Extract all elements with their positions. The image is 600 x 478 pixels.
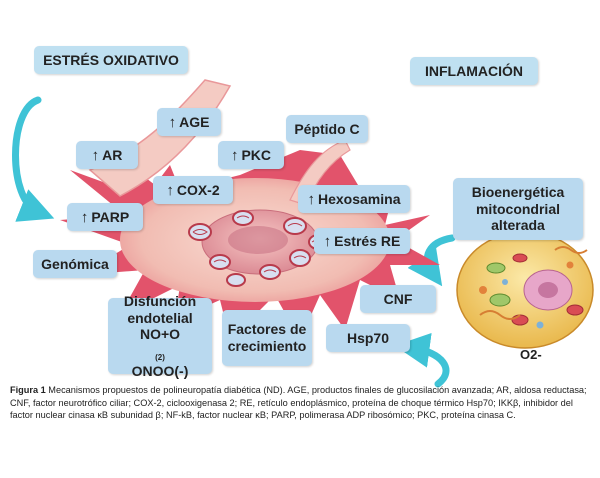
peptido-c-text: Péptido C	[294, 120, 360, 137]
bioenergetica-box: Bioenergética mitocondrial alterada	[453, 178, 583, 240]
curved-arrow-lower-right-icon	[394, 332, 450, 388]
estres-oxidativo-text: ESTRÉS OXIDATIVO	[43, 51, 179, 68]
mito-cell-organelles	[479, 246, 588, 329]
mitochondrial-cell-illustration	[456, 231, 594, 349]
up-arrow-icon: ↑	[307, 190, 316, 208]
genomica-text: Genómica	[41, 255, 109, 272]
disfuncion-line-1: Disfunción	[123, 292, 197, 309]
curved-arrow-upper-right-icon	[407, 234, 456, 287]
estres-re-box: ↑ Estrés RE	[314, 228, 410, 254]
hsp70-text: Hsp70	[346, 329, 390, 346]
up-arrow-icon: ↑	[166, 181, 174, 199]
age-text: AGE	[179, 113, 210, 130]
hexosamina-box: ↑ Hexosamina	[298, 185, 410, 213]
disfuncion-line-3: NO+O (2)	[140, 326, 180, 362]
hexosamina-text: Hexosamina	[318, 190, 401, 207]
mito-cell-nucleolus	[538, 282, 558, 298]
bioenergetica-line-3: alterada	[491, 217, 545, 234]
cnf-box: CNF	[360, 285, 436, 313]
parp-text: PARP	[91, 208, 130, 225]
up-arrow-icon: ↑	[323, 232, 332, 250]
no-o-text: NO+O	[139, 326, 181, 343]
hsp70-box: Hsp70	[326, 324, 410, 352]
estres-re-text: Estrés RE	[334, 232, 401, 249]
parp-box: ↑ PARP	[67, 203, 143, 231]
factores-line-2: crecimiento	[227, 338, 307, 354]
estres-oxidativo-label: ESTRÉS OXIDATIVO	[34, 46, 188, 74]
disfuncion-endotelial-box: Disfunción endotelial NO+O (2) ONOO(-)	[108, 293, 212, 379]
inflamacion-text: INFLAMACIÓN	[425, 62, 523, 79]
pkc-text: PKC	[241, 146, 272, 163]
figure-caption: Figura 1 Mecanismos propuestos de poline…	[10, 384, 590, 422]
peptido-c-box: Péptido C	[286, 115, 368, 143]
ar-box: ↑ AR	[76, 141, 138, 169]
curved-arrow-left-icon	[12, 96, 55, 222]
nucleolus	[228, 226, 288, 254]
o2-label: O2-	[520, 347, 542, 362]
genomica-box: Genómica	[33, 250, 117, 278]
factores-crecimiento-box: Factores de crecimiento	[222, 310, 312, 366]
bioenergetica-line-1: Bioenergética	[471, 183, 565, 200]
no-o-subscript: (2)	[155, 352, 165, 362]
bioenergetica-line-2: mitocondrial	[475, 200, 560, 217]
cox2-text: COX-2	[176, 181, 220, 198]
up-arrow-icon: ↑	[91, 146, 100, 164]
disfuncion-line-4: ONOO(-)	[131, 362, 189, 379]
pkc-box: ↑ PKC	[218, 141, 284, 169]
disfuncion-line-2: endotelial	[127, 309, 193, 326]
ar-text: AR	[102, 146, 123, 163]
caption-bold: Figura 1	[10, 385, 46, 395]
cox2-box: ↑ COX-2	[153, 176, 233, 204]
cnf-text: CNF	[383, 290, 413, 307]
inflamacion-label: INFLAMACIÓN	[410, 57, 538, 85]
up-arrow-icon: ↑	[230, 146, 239, 164]
up-arrow-icon: ↑	[168, 113, 177, 131]
factores-line-1: Factores de	[227, 321, 307, 338]
age-box: ↑ AGE	[157, 108, 221, 136]
caption-text: Mecanismos propuestos de polineuropatía …	[10, 385, 587, 421]
up-arrow-icon: ↑	[80, 208, 89, 226]
